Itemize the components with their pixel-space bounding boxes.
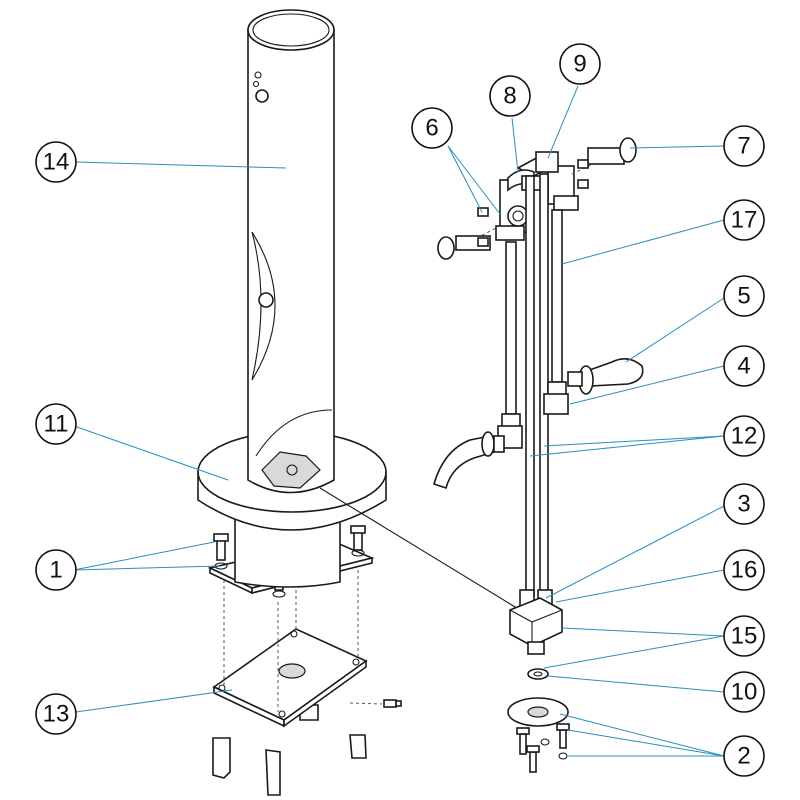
callout-7: 7 <box>723 125 765 167</box>
leader-12b <box>543 435 725 447</box>
spout-5 <box>567 358 644 395</box>
callout-8: 8 <box>489 75 531 117</box>
leader-13 <box>75 689 233 713</box>
valve-left-6 <box>437 207 497 260</box>
upper-manifold <box>495 151 579 241</box>
leader-lines <box>73 85 725 757</box>
callout-3-label: 3 <box>737 491 750 518</box>
assembly-guide-line <box>319 487 521 611</box>
callout-8-label: 8 <box>503 83 516 110</box>
leader-16 <box>555 569 725 603</box>
column-14 <box>247 9 335 494</box>
pipe-unions <box>497 381 569 449</box>
callout-13-label: 13 <box>43 701 70 728</box>
leader-10 <box>547 675 725 693</box>
callout-11: 11 <box>35 403 77 445</box>
spout-lower <box>433 431 505 490</box>
callout-5-label: 5 <box>737 283 750 310</box>
leader-3 <box>545 505 725 599</box>
leader-8 <box>511 117 519 173</box>
callout-1: 1 <box>35 549 77 591</box>
leader-15b <box>543 635 725 669</box>
callout-12-label: 12 <box>731 423 758 450</box>
callout-15: 15 <box>723 615 765 657</box>
callout-9: 9 <box>559 43 601 85</box>
callout-10-label: 10 <box>731 679 758 706</box>
alignment-lines-left <box>223 552 359 712</box>
leader-17 <box>561 219 725 265</box>
side-bolt <box>349 699 402 708</box>
washer-10 <box>527 668 549 680</box>
callout-16-label: 16 <box>731 557 758 584</box>
leader-15a <box>561 627 725 637</box>
leader-9 <box>547 85 579 159</box>
callout-13: 13 <box>35 693 77 735</box>
callout-10: 10 <box>723 671 765 713</box>
lower-manifold-15 <box>509 589 563 655</box>
leader-4 <box>569 365 725 405</box>
leader-5 <box>625 297 725 363</box>
leader-11 <box>73 425 229 481</box>
callout-16: 16 <box>723 549 765 591</box>
leader-2a <box>559 713 725 757</box>
callout-7-label: 7 <box>737 133 750 160</box>
callout-12: 12 <box>723 415 765 457</box>
flange-2 <box>507 697 570 773</box>
callout-6-label: 6 <box>425 115 438 142</box>
callout-5: 5 <box>723 275 765 317</box>
callout-15-label: 15 <box>731 623 758 650</box>
leader-6b <box>447 145 483 213</box>
callout-2: 2 <box>723 735 765 777</box>
callout-9-label: 9 <box>573 51 586 78</box>
leader-7 <box>629 145 725 149</box>
leader-1a <box>73 541 215 571</box>
callout-11-label: 11 <box>44 411 69 438</box>
leader-6a <box>447 145 501 215</box>
callout-14: 14 <box>35 141 77 183</box>
callout-6: 6 <box>411 107 453 149</box>
mounting-plate-13 <box>212 628 368 796</box>
callout-17: 17 <box>723 199 765 241</box>
leader-12a <box>529 435 725 457</box>
callout-4: 4 <box>723 345 765 387</box>
callout-1-label: 1 <box>49 557 62 584</box>
valve-right-7 <box>571 137 637 189</box>
leader-1b <box>73 565 221 571</box>
callout-2-label: 2 <box>737 743 750 770</box>
leader-2b <box>567 729 725 757</box>
leader-14 <box>75 161 287 169</box>
callout-3: 3 <box>723 483 765 525</box>
callout-4-label: 4 <box>737 353 750 380</box>
callout-14-label: 14 <box>43 149 70 176</box>
callout-17-label: 17 <box>731 207 758 234</box>
